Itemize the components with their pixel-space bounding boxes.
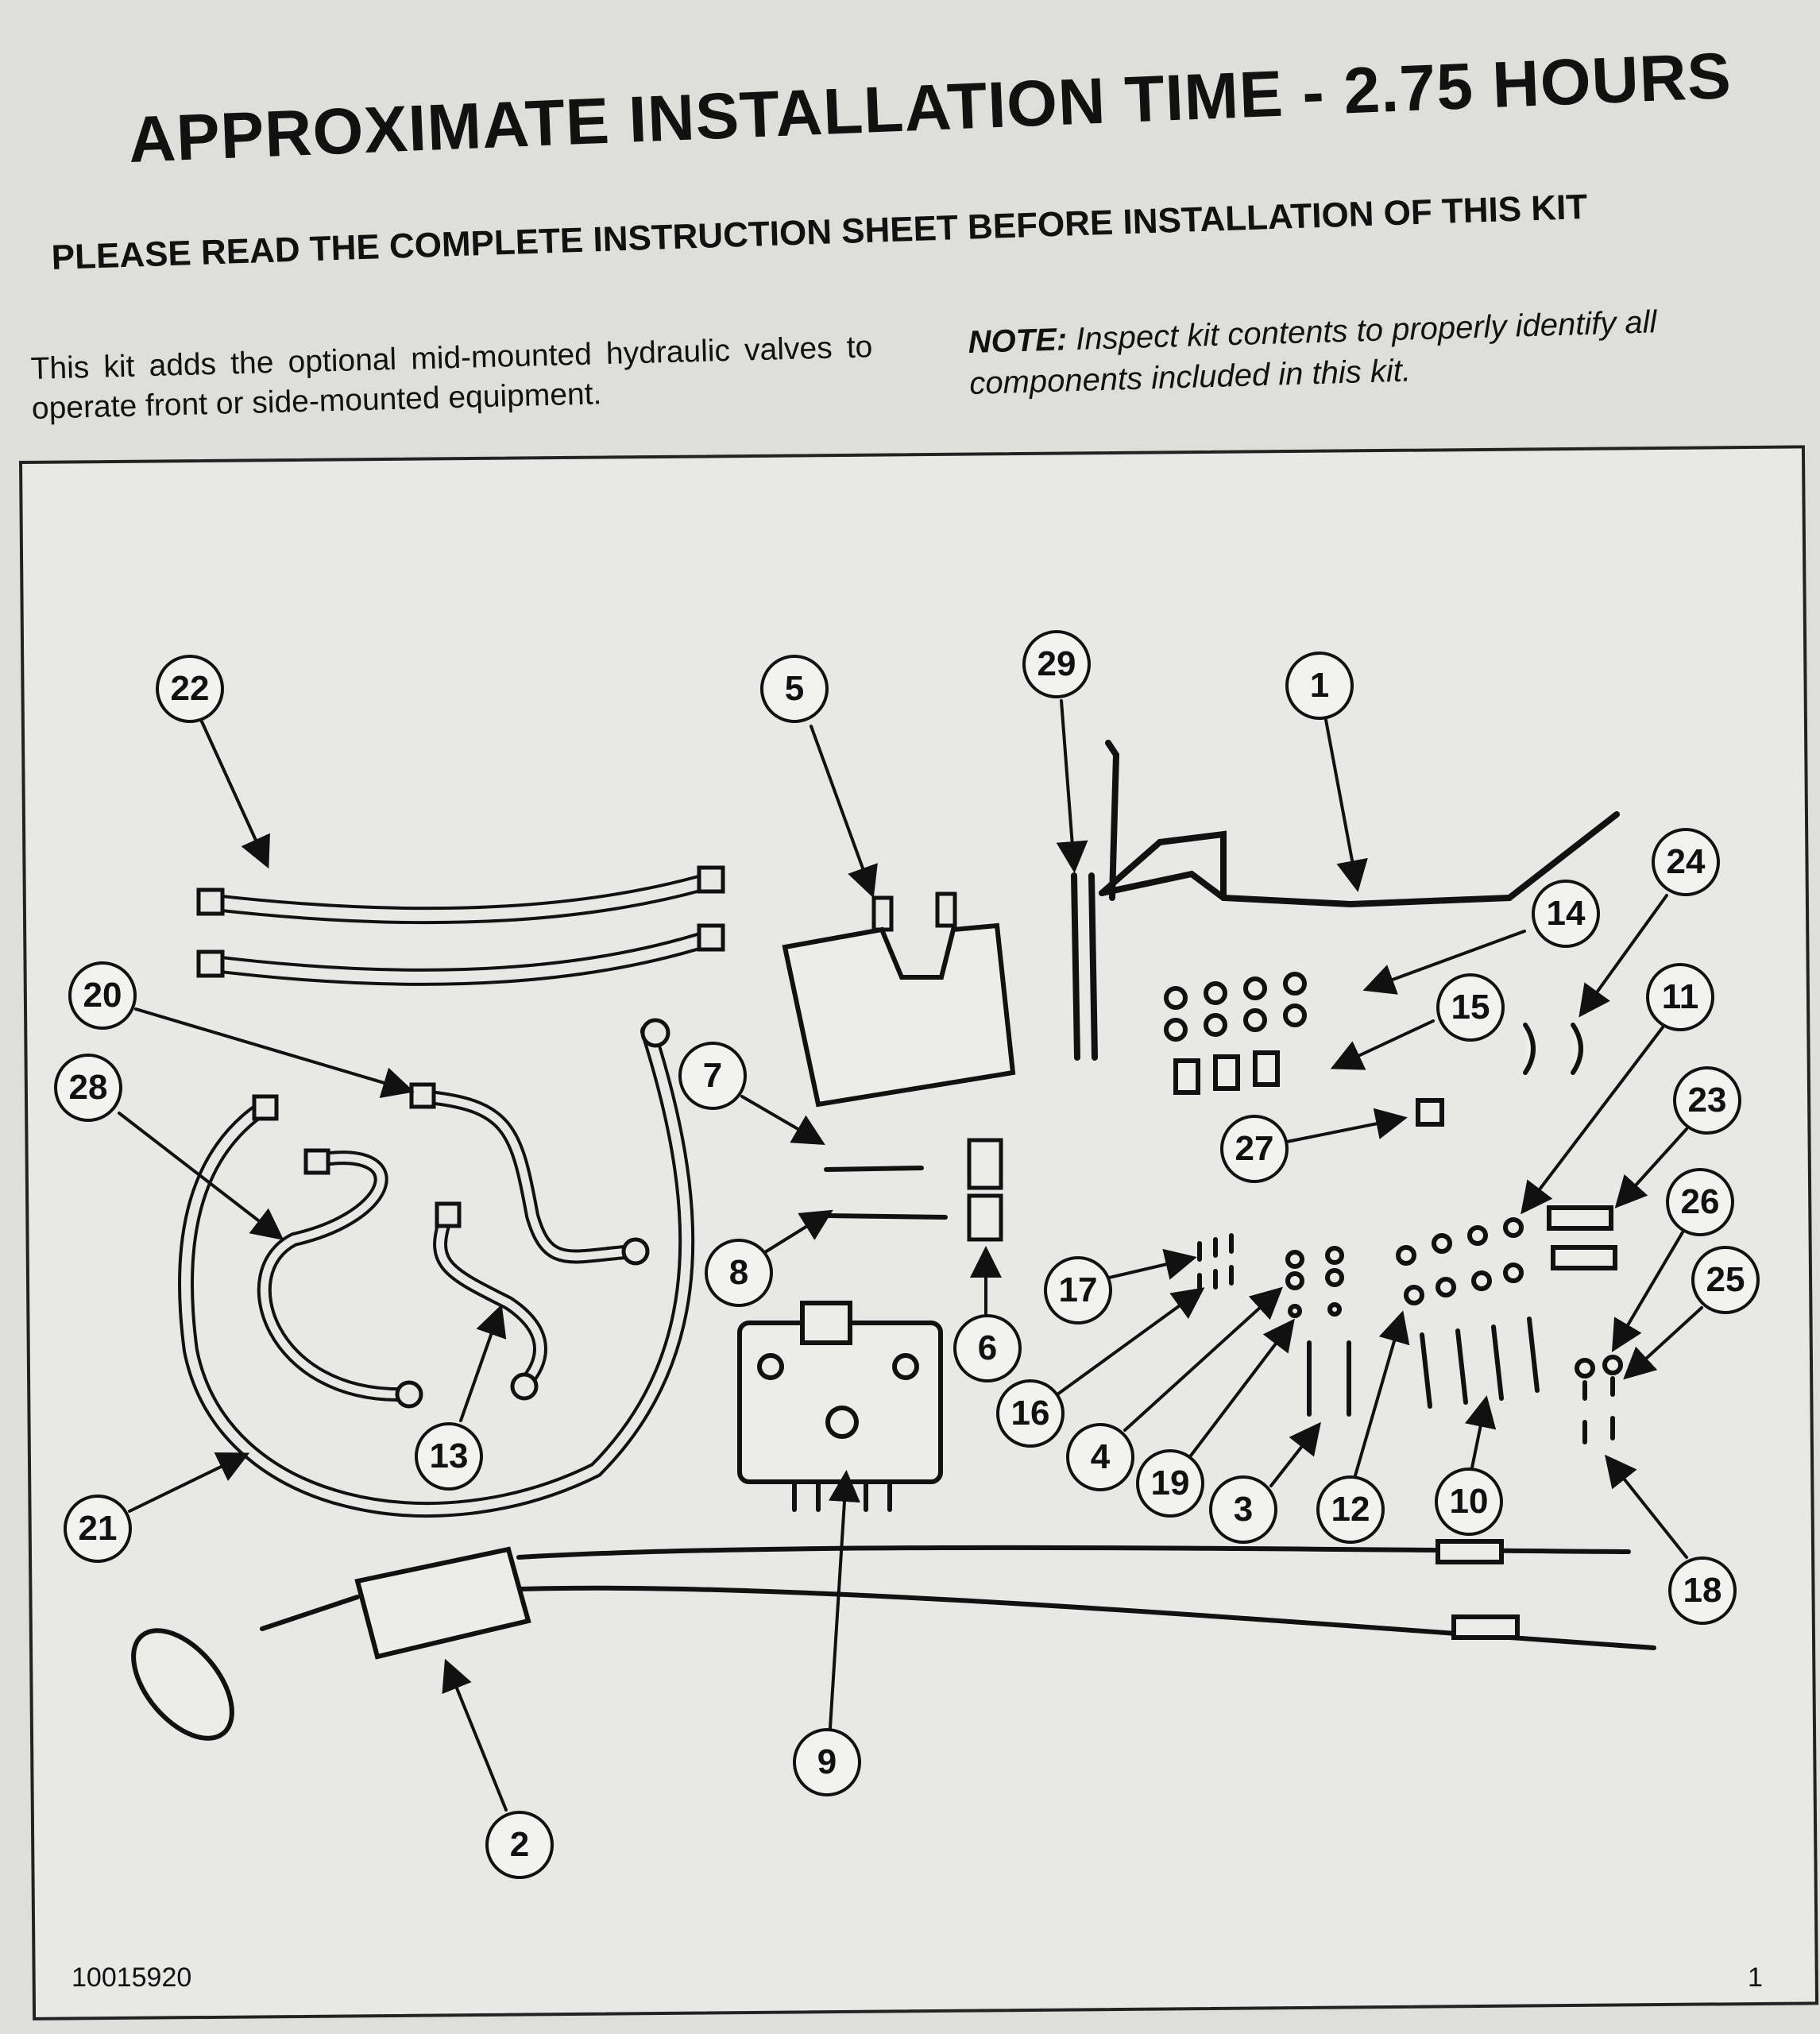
- callout-1: 1: [1285, 652, 1354, 720]
- callout-23: 23: [1673, 1066, 1741, 1135]
- cable-ties-29: [1071, 872, 1098, 1061]
- callout-16: 16: [996, 1379, 1065, 1448]
- callout-12: 12: [1316, 1475, 1385, 1544]
- callout-10: 10: [1435, 1467, 1503, 1536]
- callout-11: 11: [1646, 963, 1714, 1031]
- callout-18: 18: [1668, 1556, 1737, 1625]
- callout-3: 3: [1209, 1475, 1277, 1544]
- callout-26: 26: [1666, 1168, 1734, 1236]
- callout-27: 27: [1220, 1115, 1289, 1183]
- callout-14: 14: [1532, 880, 1600, 948]
- callout-25: 25: [1691, 1246, 1760, 1314]
- callout-20: 20: [68, 961, 137, 1030]
- callout-8: 8: [705, 1239, 773, 1307]
- callout-4: 4: [1066, 1423, 1134, 1491]
- callout-6: 6: [953, 1314, 1022, 1382]
- joystick-body: [354, 1546, 531, 1660]
- callout-9: 9: [793, 1728, 861, 1796]
- callout-22: 22: [156, 655, 224, 723]
- callout-7: 7: [678, 1042, 747, 1110]
- callout-5: 5: [760, 655, 829, 723]
- hardware: [1164, 972, 1623, 1444]
- callout-2: 2: [485, 1811, 554, 1879]
- part-number: 10015920: [71, 1962, 192, 1993]
- callout-29: 29: [1022, 630, 1091, 698]
- callout-28: 28: [54, 1054, 122, 1122]
- callout-24: 24: [1652, 828, 1720, 896]
- control-valve-9: [737, 1301, 943, 1512]
- mounting-plate-5: [782, 922, 1016, 1108]
- tube-20: [414, 1089, 643, 1264]
- bracket-1: [1099, 740, 1620, 908]
- callout-19: 19: [1136, 1449, 1204, 1518]
- callout-15: 15: [1436, 973, 1505, 1042]
- callout-13: 13: [415, 1422, 483, 1491]
- callout-21: 21: [64, 1495, 132, 1563]
- page-number: 1: [1748, 1962, 1763, 1993]
- callout-17: 17: [1044, 1256, 1112, 1324]
- tube-13: [433, 1206, 547, 1391]
- tube-28: [257, 1150, 412, 1402]
